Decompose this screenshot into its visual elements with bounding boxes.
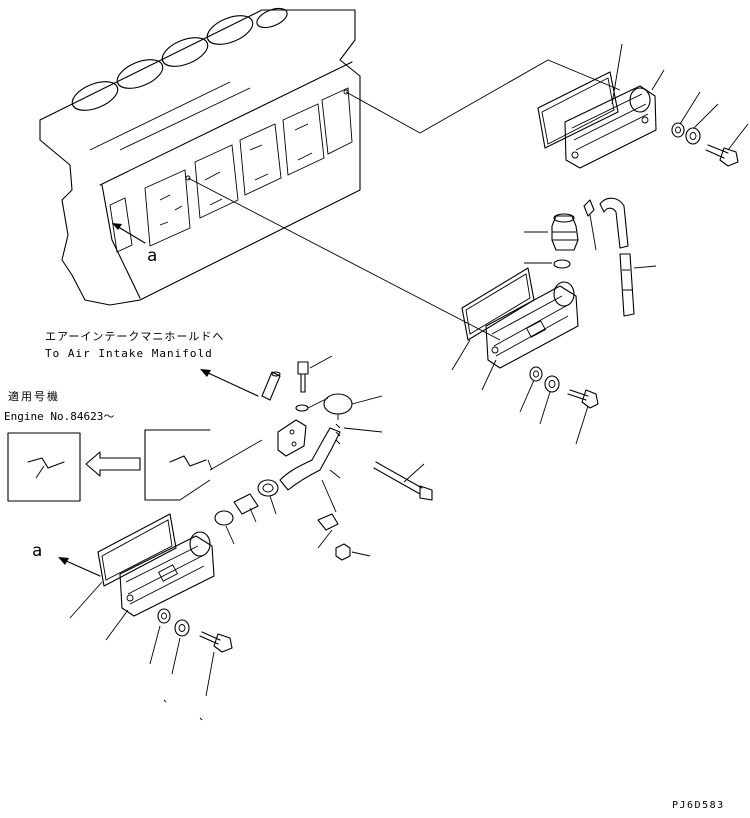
chain [335, 414, 341, 445]
clamp-2 [214, 510, 234, 526]
side-cover-top [564, 85, 657, 169]
arrow-old-to-new [85, 451, 141, 477]
side-cover-bottom [119, 535, 215, 617]
applicable-label-jp: 適用号機 [8, 389, 60, 403]
detail-box-old [144, 429, 213, 501]
leader-block-to-top-cover [345, 59, 621, 134]
connector-assembly [179, 355, 433, 561]
engine-number-label: Engine No.84623～ [4, 410, 114, 423]
hose-piece [233, 493, 259, 515]
washer-top-1 [671, 122, 685, 138]
ref-label-a-top: a [147, 246, 157, 266]
to-manifold-label-jp: エアーインテークマニホールドへ [45, 330, 224, 343]
tube [261, 371, 281, 401]
detail-box-new [7, 432, 81, 502]
middle-cover-assembly [451, 267, 599, 445]
clip [583, 199, 595, 217]
leader-block-to-mid-cover [187, 177, 501, 341]
washer-top-2 [685, 127, 701, 145]
gasket-mid [461, 267, 535, 341]
bottom-cover-assembly [58, 513, 233, 721]
washer-mid-2 [544, 375, 560, 393]
cap [323, 393, 353, 415]
washer-bottom-1 [157, 608, 171, 624]
hose-upper [599, 197, 629, 249]
to-manifold-label-en: To Air Intake Manifold [45, 347, 213, 360]
gasket-top [537, 71, 619, 149]
o-ring [553, 259, 571, 269]
drawing-code: PJ6D583 [672, 800, 725, 811]
ref-label-a-bottom: a [32, 541, 42, 561]
engine-block [39, 7, 361, 306]
top-cover-assembly [537, 43, 749, 169]
side-cover-mid [485, 285, 579, 369]
washer-mid-1 [529, 366, 543, 382]
arrow-to-manifold [205, 371, 259, 397]
arrow-to-manifold-head [200, 369, 211, 377]
breather-body [551, 215, 579, 251]
bolt-top [705, 144, 729, 159]
pipe [279, 427, 341, 491]
gasket-bottom [97, 513, 177, 587]
washer-bottom-2 [174, 619, 190, 637]
clip-small [317, 513, 339, 531]
clamp-1 [257, 479, 279, 497]
hose-lower [619, 253, 635, 317]
nut [335, 543, 351, 561]
breather-assembly [524, 197, 657, 317]
bolt-small [297, 361, 309, 393]
washer-small [295, 404, 309, 412]
long-bolt [373, 461, 423, 495]
bracket [277, 419, 307, 457]
